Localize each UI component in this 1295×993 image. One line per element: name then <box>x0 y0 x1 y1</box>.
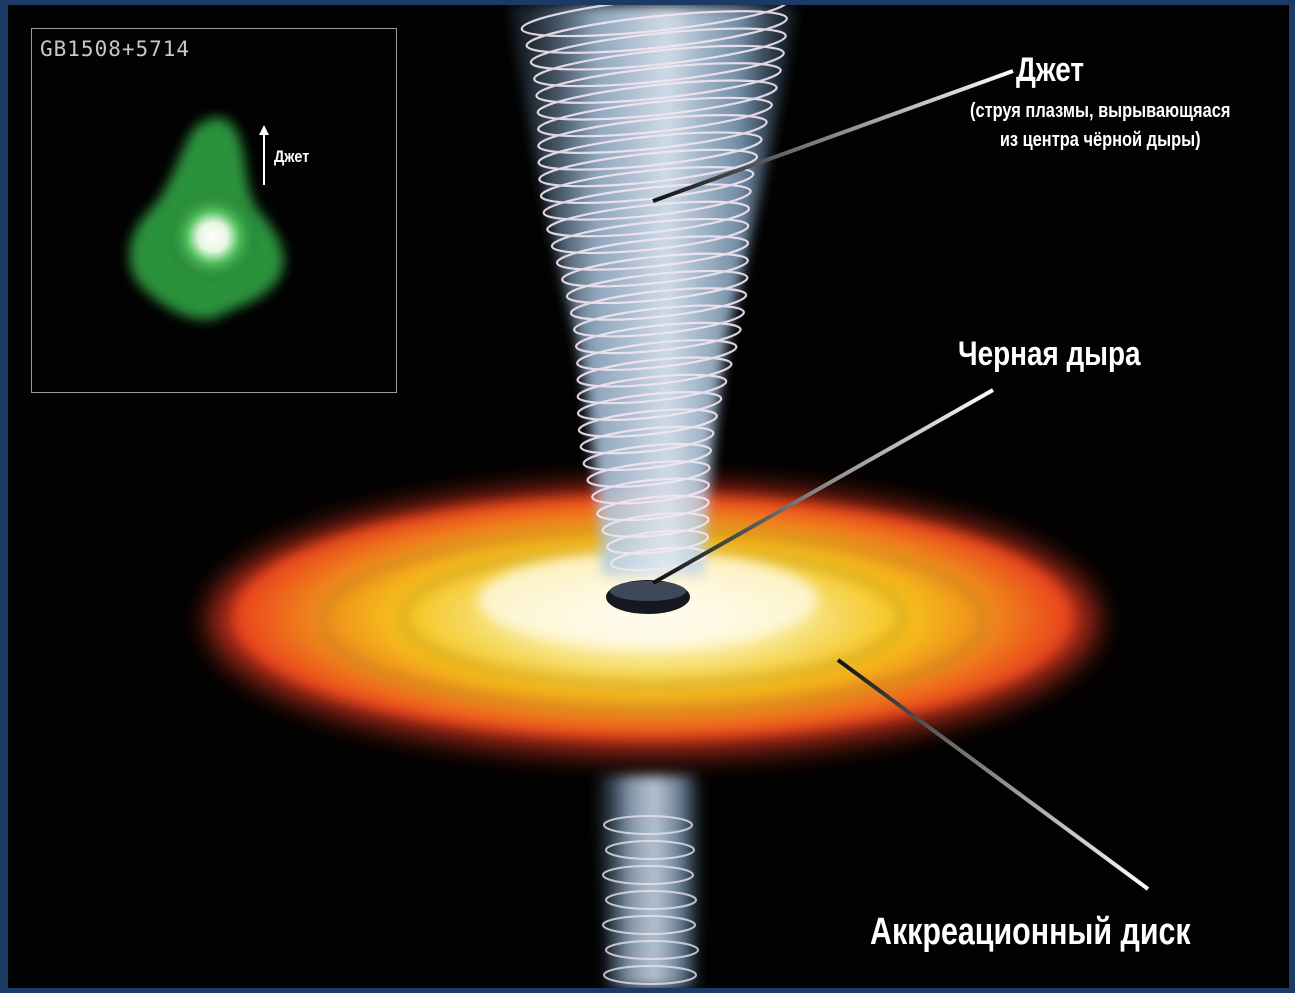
jet-description-line-1: (струя плазмы, вырывающяася <box>928 97 1272 126</box>
black-hole-label: Черная дыра <box>958 335 1141 374</box>
jet-description-line-2: из центра чёрной дыры) <box>928 126 1272 155</box>
black-hole <box>606 580 690 614</box>
illustration-scene: GB1508+5714 Джет Джет (струя плазмы, выр… <box>8 5 1289 988</box>
inset-up-arrow-icon <box>257 125 271 187</box>
accretion-disk-label: Аккреационный диск <box>870 911 1191 954</box>
lower-jet <box>597 775 702 988</box>
jet-description-label: (струя плазмы, вырывающяася из центра чё… <box>928 97 1272 155</box>
inset-object-id: GB1508+5714 <box>40 37 190 61</box>
jet-title-label: Джет <box>1016 51 1084 90</box>
inset-panel: GB1508+5714 Джет <box>31 28 397 393</box>
inset-jet-label: Джет <box>274 147 309 167</box>
